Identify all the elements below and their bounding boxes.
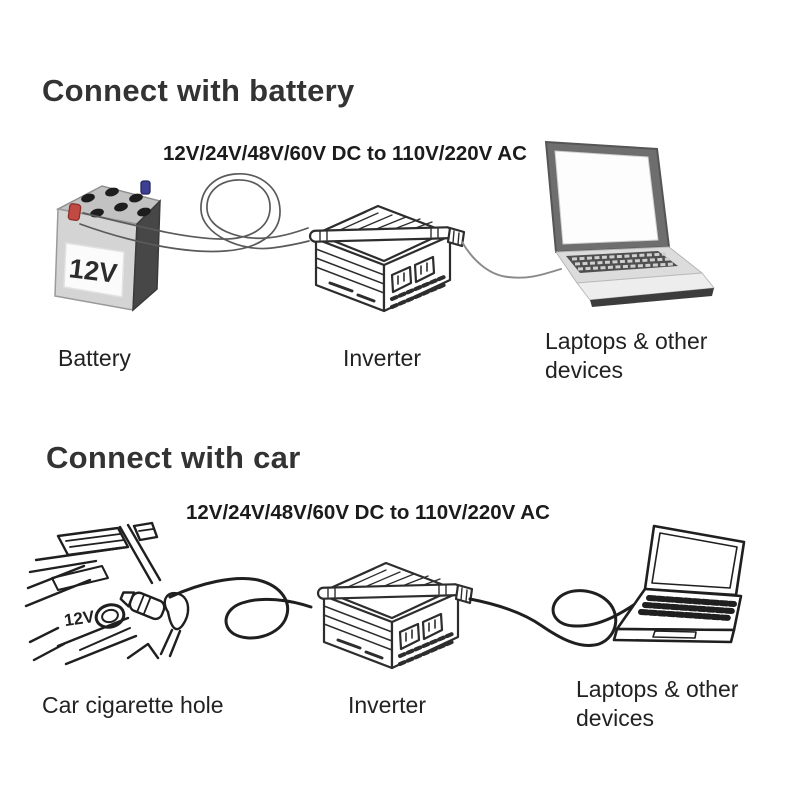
battery-terminal-negative [140, 180, 151, 195]
battery-caps [81, 187, 151, 218]
battery-illustration: 12V [54, 180, 162, 312]
battery-terminal-positive [67, 203, 82, 222]
battery-voltage-text: 12V [67, 253, 118, 289]
socket-voltage-text: 12V [63, 607, 96, 630]
devices-label-text: Laptops & other devices [545, 328, 708, 383]
car-diagram-canvas: 12V [24, 521, 746, 670]
inverter-illustration [307, 204, 466, 313]
battery-diagram-canvas: 12V [54, 140, 715, 313]
section-battery-title: Connect with battery [42, 73, 355, 108]
section-battery-conversion-text: 12V/24V/48V/60V DC to 110V/220V AC [163, 142, 527, 165]
laptop-illustration [544, 140, 715, 307]
gear-shifter [159, 591, 190, 658]
devices-label-text: Laptops & other devices [576, 676, 739, 731]
car-dashboard-illustration: 12V [24, 521, 190, 666]
car-cigarette-label-text: Car cigarette hole [42, 692, 224, 718]
section-car-title: Connect with car [46, 440, 301, 475]
cigarette-plug [119, 591, 166, 621]
inverter-illustration [315, 561, 474, 670]
ac-cable [468, 589, 643, 647]
battery-label: 12V [63, 242, 125, 298]
ac-cable [461, 241, 562, 279]
dc-cable [168, 577, 313, 640]
cigarette-socket [94, 603, 126, 629]
battery-label-text: Battery [58, 345, 131, 371]
inverter-label-text: Inverter [348, 692, 426, 718]
section-car-conversion-text: 12V/24V/48V/60V DC to 110V/220V AC [186, 501, 550, 524]
laptop-illustration [612, 524, 746, 644]
dc-wires [79, 173, 310, 253]
inverter-label-text: Inverter [343, 345, 421, 371]
